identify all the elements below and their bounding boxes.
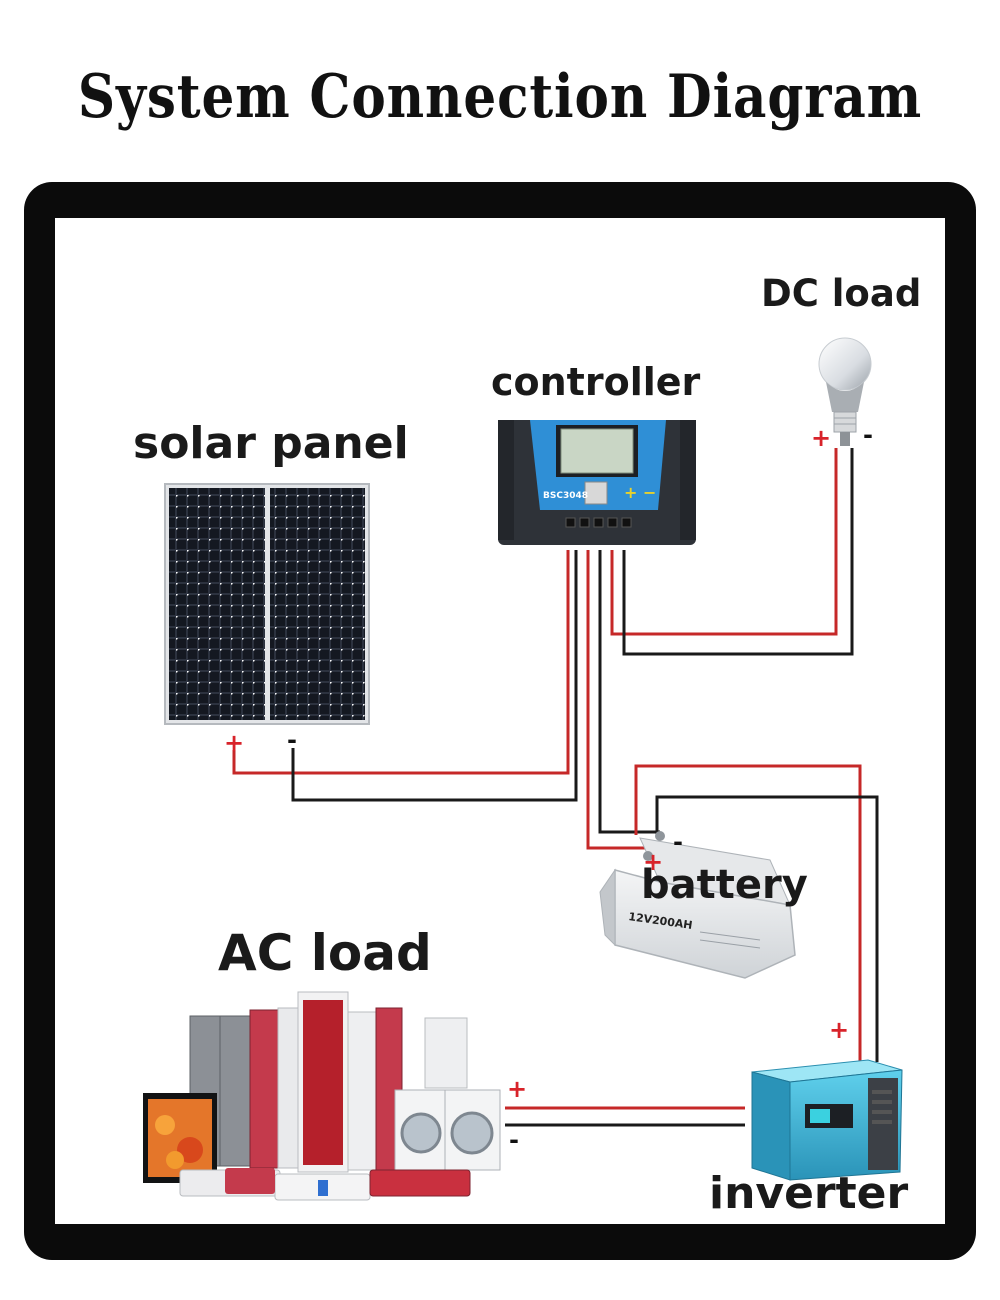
page-title: System Connection Diagram [77,62,923,132]
wires [232,448,879,1127]
controller-label: controller [491,360,701,404]
solar-minus-sign: - [287,726,297,754]
solar-negative-wire [291,550,578,802]
ac-load-label: AC load [218,924,432,982]
svg-text:+ −: + − [624,483,656,502]
solar-panel-label: solar panel [133,418,409,469]
inverter-label: inverter [709,1168,909,1219]
battery-minus-sign: - [673,828,683,856]
dc-load-minus-sign: - [863,421,873,449]
battery-plus-sign: + [643,848,664,876]
solar-panel-image [164,483,370,725]
battery-negative-wire [598,550,660,834]
inverter-positive-wire [634,764,862,1062]
controller-model-text: BSC3048 [543,491,588,501]
solar-positive-wire [232,550,570,775]
dc-load-bulb-image [818,337,872,446]
ac-plus-sign: + [507,1075,528,1103]
ac-load-appliances-image [143,991,501,1201]
battery-label: battery [641,862,808,908]
inverter-plus-sign: + [829,1016,850,1044]
inverter-image [751,1059,903,1181]
battery-image: 12V200AH [599,831,796,979]
inverter-negative-wire [655,795,879,1062]
dc-load-negative-wire [622,448,854,656]
dc-load-label: DC load [761,272,922,315]
ac-minus-sign: - [509,1126,519,1154]
battery-positive-wire [586,550,650,858]
charge-controller-image: + − BSC3048 [498,420,696,545]
solar-plus-sign: + [224,729,245,757]
dc-load-plus-sign: + [811,424,832,452]
dc-load-positive-wire [610,448,838,636]
